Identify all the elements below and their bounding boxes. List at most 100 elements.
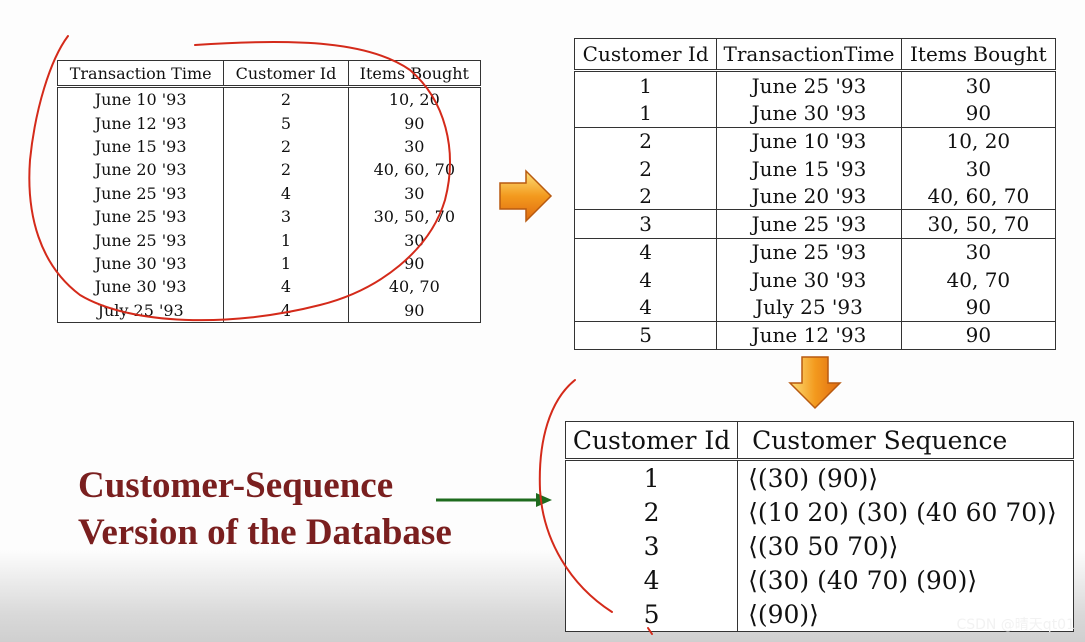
table-cell: 30: [347, 181, 482, 205]
table-cell: 30: [347, 228, 482, 252]
table-cell: ⟨(30) (40 70) (90)⟩: [737, 563, 1074, 597]
table-cell: 4: [573, 293, 718, 322]
table-row: 2⟨(10 20) (30) (40 60 70)⟩: [564, 495, 1074, 529]
table-cell: 2: [573, 182, 718, 210]
table-cell: 90: [347, 111, 482, 135]
table-cell: 3: [564, 529, 739, 563]
column-header: Items Bought: [347, 60, 482, 88]
table-cell: June 20 '93: [716, 182, 902, 210]
table-cell: 40, 70: [900, 266, 1057, 294]
table-cell: June 30 '93: [56, 251, 225, 276]
table-cell: 4: [223, 275, 349, 299]
table-cell: July 25 '93: [56, 298, 225, 323]
table-header-row: Transaction Time Customer Id Items Bough…: [56, 60, 482, 88]
table-cell: June 10 '93: [716, 126, 902, 155]
table-cell: 5: [223, 111, 349, 135]
table-cell: June 12 '93: [56, 111, 225, 135]
table-cell: June 15 '93: [56, 134, 225, 159]
table-cell: June 25 '93: [716, 237, 902, 267]
table-row: 4⟨(30) (40 70) (90)⟩: [564, 563, 1074, 597]
table-cell: ⟨(30) (90)⟩: [737, 459, 1074, 495]
caption: Customer-Sequence Version of the Databas…: [78, 462, 452, 556]
watermark: CSDN @晴天qt01: [956, 617, 1075, 633]
table-cell: July 25 '93: [716, 293, 902, 322]
table-cell: June 25 '93: [716, 70, 902, 100]
table-cell: ⟨(10 20) (30) (40 60 70)⟩: [737, 495, 1074, 529]
column-header: Items Bought: [900, 38, 1057, 72]
table-cell: June 30 '93: [716, 99, 902, 128]
table-cell: 90: [900, 293, 1057, 322]
table-cell: 10, 20: [900, 126, 1057, 155]
table-row: 3⟨(30 50 70)⟩: [564, 529, 1074, 563]
table-cell: 4: [223, 181, 349, 205]
table-cell: 4: [223, 298, 349, 323]
table-cell: ⟨(30 50 70)⟩: [737, 529, 1074, 563]
table-cell: 90: [900, 320, 1057, 350]
table-cell: 30, 50, 70: [900, 209, 1057, 239]
table-cell: 3: [573, 209, 718, 239]
table-cell: June 30 '93: [716, 266, 902, 294]
table-cell: 4: [573, 266, 718, 294]
table-cell: 10, 20: [347, 86, 482, 112]
table-cell: 3: [223, 204, 349, 229]
transactions-table: Transaction Time Customer Id Items Bough…: [56, 60, 482, 323]
table-cell: June 20 '93: [56, 158, 225, 182]
sorted-transactions-table: Customer Id TransactionTime Items Bought…: [573, 38, 1057, 350]
table-cell: 1: [573, 99, 718, 128]
table-cell: 40, 60, 70: [347, 158, 482, 182]
column-header: Transaction Time: [56, 60, 225, 88]
table-cell: June 30 '93: [56, 275, 225, 299]
column-header: TransactionTime: [716, 38, 902, 72]
table-cell: 2: [573, 154, 718, 183]
table-cell: 90: [347, 251, 482, 276]
caption-line: Customer-Sequence: [78, 465, 394, 506]
table-cell: 1: [223, 228, 349, 252]
column-header: Customer Id: [573, 38, 718, 72]
table-cell: 5: [573, 320, 718, 350]
table-cell: June 25 '93: [56, 181, 225, 205]
table-cell: ⟨(90)⟩: [737, 597, 1074, 632]
table-cell: 90: [900, 99, 1057, 128]
table-cell: 40, 70: [347, 275, 482, 299]
right-block-arrow-icon: [499, 169, 553, 223]
table-cell: 30: [900, 237, 1057, 267]
table-row: 1⟨(30) (90)⟩: [564, 459, 1074, 495]
table-cell: 1: [573, 70, 718, 100]
table-cell: 2: [223, 86, 349, 112]
table-cell: June 25 '93: [56, 204, 225, 229]
table-cell: June 25 '93: [716, 209, 902, 239]
caption-line: Version of the Database: [78, 512, 452, 553]
table-header-row: Customer Id TransactionTime Items Bought: [573, 38, 1057, 72]
customer-sequence-table: Customer Id Customer Sequence 1⟨(30) (90…: [564, 421, 1074, 632]
table-cell: 30: [900, 154, 1057, 183]
table-header-row: Customer Id Customer Sequence: [564, 421, 1074, 461]
table-cell: June 12 '93: [716, 320, 902, 350]
table-cell: 30: [347, 134, 482, 159]
column-header: Customer Id: [223, 60, 349, 88]
right-pointer-arrow-icon: [436, 493, 552, 507]
table-cell: June 25 '93: [56, 228, 225, 252]
table-cell: 40, 60, 70: [900, 182, 1057, 210]
column-header: Customer Id: [564, 421, 739, 461]
down-block-arrow-icon: [788, 356, 842, 410]
table-cell: 30: [900, 70, 1057, 100]
table-cell: 4: [573, 237, 718, 267]
table-cell: 30, 50, 70: [347, 204, 482, 229]
table-cell: 4: [564, 563, 739, 597]
table-cell: 5: [564, 597, 739, 632]
